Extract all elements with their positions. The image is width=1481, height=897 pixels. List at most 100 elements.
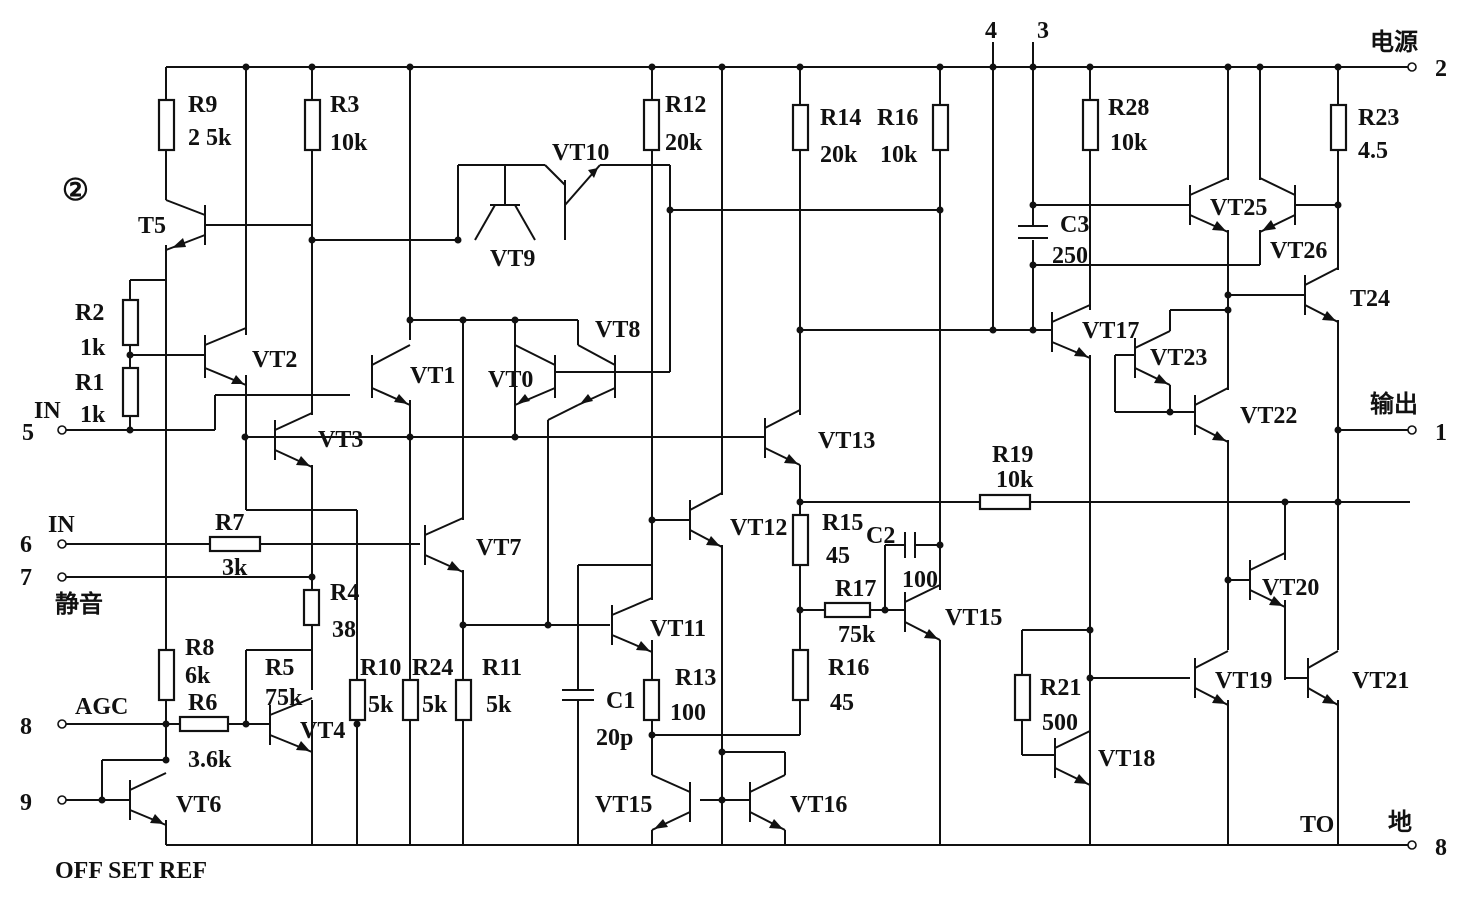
terminals: [57, 62, 1417, 850]
transistor-vt10: [544, 164, 601, 240]
r2-name: R2: [75, 300, 104, 326]
vt12-label: VT12: [730, 515, 787, 541]
pin-1-label: 输出: [1370, 390, 1418, 418]
pin-7-number: 7: [20, 565, 32, 591]
r10-name: R10: [360, 655, 401, 681]
r16-bottom-name: R16: [828, 655, 869, 681]
pin-4-number: 4: [985, 18, 997, 44]
r21-name: R21: [1040, 675, 1081, 701]
vt8-label: VT8: [595, 317, 640, 343]
r12-name: R12: [665, 92, 706, 118]
pin-8-agc-terminal: [57, 719, 67, 729]
c1-name: C1: [606, 688, 635, 714]
resistor-r2: [121, 298, 140, 347]
pin-6-terminal: [57, 539, 67, 549]
r11-value: 5k: [486, 692, 512, 718]
resistor-r21: [1013, 673, 1032, 722]
r9-value: 2 5k: [188, 125, 232, 151]
pin-6-label: IN: [48, 512, 75, 538]
vt6-label: VT6: [176, 792, 221, 818]
r21-value: 500: [1042, 710, 1078, 736]
figure-marker: ②: [62, 174, 89, 207]
transistor-vt16: [749, 774, 786, 845]
transistor-vt4: [269, 697, 313, 753]
transistor-t24: [1304, 267, 1339, 323]
vt2-label: VT2: [252, 347, 297, 373]
r23-value: 4.5: [1358, 138, 1388, 164]
r6-name: R6: [188, 690, 217, 716]
pin-2-terminal: [1407, 62, 1417, 72]
pin-5-number: 5: [22, 420, 34, 446]
t5-label: T5: [138, 213, 166, 239]
r15-value: 45: [826, 543, 850, 569]
vt17-label: VT17: [1082, 318, 1139, 344]
r1-value: 1k: [80, 402, 106, 428]
vt16-label: VT16: [790, 792, 847, 818]
resistor-r19: [978, 493, 1032, 511]
r5-name: R5: [265, 655, 294, 681]
r16-bottom-value: 45: [830, 690, 854, 716]
vt10-label: VT10: [552, 140, 609, 166]
r5-value: 75k: [265, 685, 303, 711]
r4-name: R4: [330, 580, 359, 606]
transistor-vt9: [474, 165, 536, 241]
r19-value: 10k: [996, 467, 1034, 493]
resistor-r16-bottom: [791, 648, 810, 702]
r3-value: 10k: [330, 130, 368, 156]
vt3-label: VT3: [318, 427, 363, 453]
r9-name: R9: [188, 92, 217, 118]
transistor-vt8: [547, 320, 616, 421]
transistor-vt18: [1022, 730, 1091, 786]
r3-name: R3: [330, 92, 359, 118]
r15-name: R15: [822, 510, 863, 536]
resistor-r7: [208, 535, 262, 553]
transistor-vt13: [764, 409, 801, 466]
vt21-label: VT21: [1352, 668, 1409, 694]
r6-value: 3.6k: [188, 747, 232, 773]
c3-value: 250: [1052, 243, 1088, 269]
transistor-vt17: [1033, 304, 1091, 359]
resistor-r6: [178, 715, 230, 733]
pin-1-terminal: [1407, 425, 1417, 435]
pin-1-number: 1: [1435, 420, 1447, 446]
resistor-r17: [823, 601, 872, 619]
r8-value: 6k: [185, 663, 211, 689]
transistor-vt22: [1170, 387, 1229, 443]
pin-8-agc-number: 8: [20, 714, 32, 740]
r23-name: R23: [1358, 105, 1399, 131]
pin-9-number: 9: [20, 790, 32, 816]
r14-name: R14: [820, 105, 861, 131]
transistor-vt7: [424, 517, 464, 573]
wiring: [66, 42, 1410, 845]
r24-name: R24: [412, 655, 453, 681]
vt15-right-label: VT15: [945, 605, 1002, 631]
t24-label: T24: [1350, 286, 1390, 312]
r17-value: 75k: [838, 622, 876, 648]
capacitor-symbols: [562, 225, 1048, 701]
pin-6-number: 6: [20, 532, 32, 558]
r4-value: 38: [332, 617, 356, 643]
r14-value: 20k: [820, 142, 858, 168]
resistor-r14: [791, 103, 810, 152]
c2-value: 100: [902, 567, 938, 593]
r2-value: 1k: [80, 335, 106, 361]
pin-8-agc-label: AGC: [75, 694, 128, 720]
vt25-label: VT25: [1210, 195, 1267, 221]
resistor-r3: [303, 98, 322, 152]
r16-top-name: R16: [877, 105, 918, 131]
pin-9-terminal: [57, 795, 67, 805]
pin-5-terminal: [57, 425, 67, 435]
resistor-r24: [401, 678, 420, 722]
vt22-label: VT22: [1240, 403, 1297, 429]
resistor-r23: [1329, 103, 1348, 152]
capacitor-c2: [904, 532, 916, 558]
r12-value: 20k: [665, 130, 703, 156]
transistor-vt2: [204, 327, 247, 386]
vt19-label: VT19: [1215, 668, 1272, 694]
resistor-r4: [302, 588, 321, 627]
capacitor-c1: [562, 689, 594, 701]
transistor-vt23: [1115, 310, 1171, 412]
transistor-vt12: [689, 492, 723, 548]
resistor-r13: [642, 678, 661, 722]
